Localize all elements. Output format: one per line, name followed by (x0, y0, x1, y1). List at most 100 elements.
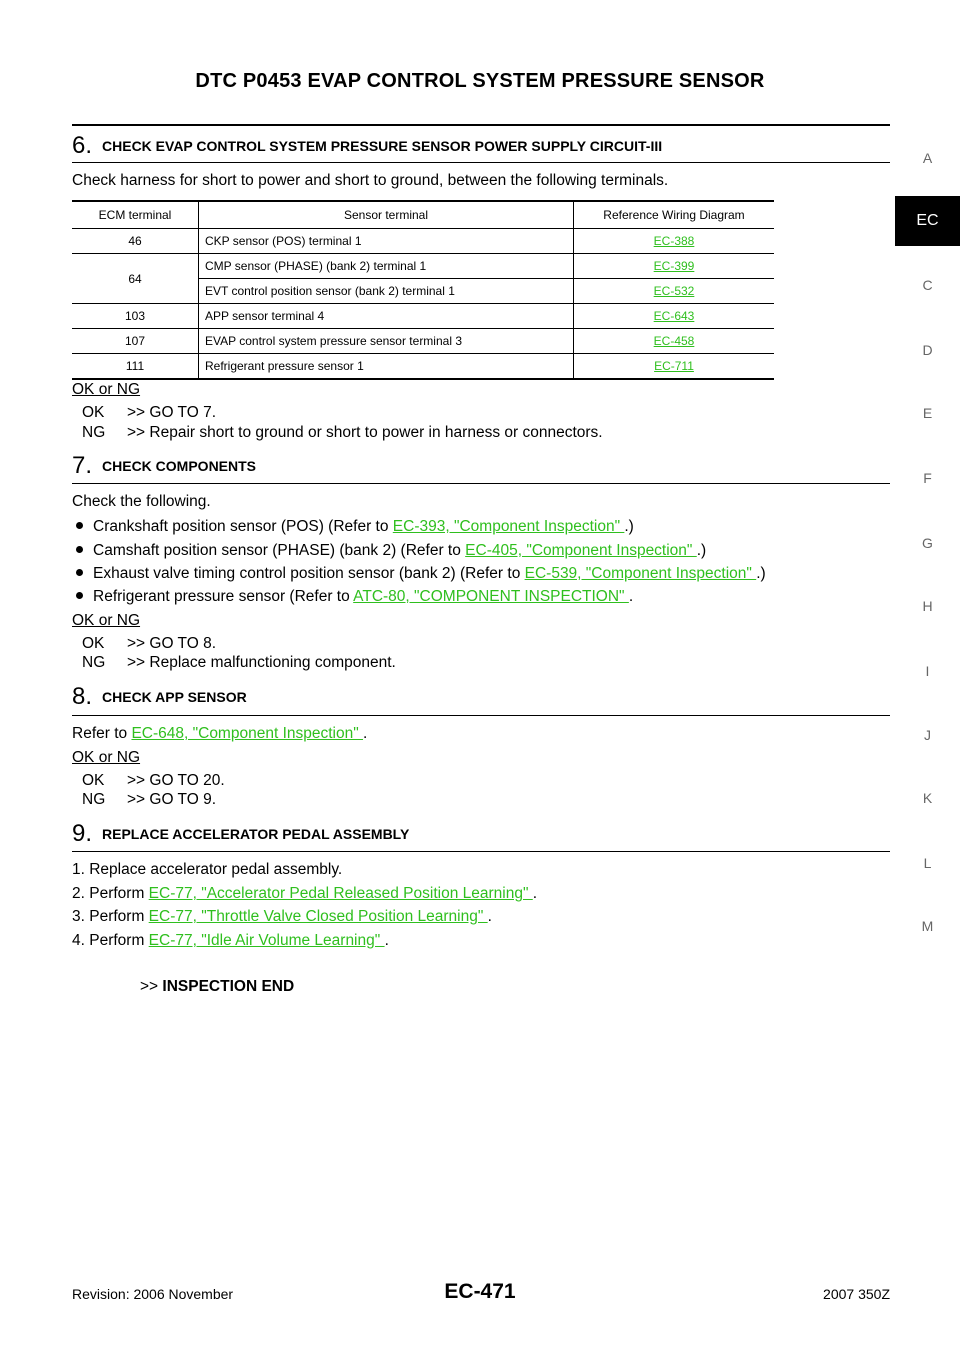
bullet-item: Camshaft position sensor (PHASE) (bank 2… (72, 542, 706, 560)
item-text: . (532, 885, 538, 902)
inspection-end: >> INSPECTION END (140, 978, 294, 996)
end-arrow: >> (140, 978, 159, 995)
ok-result: OK >> GO TO 8. (82, 635, 216, 653)
section-rule (72, 715, 890, 716)
bullet-text: Exhaust valve timing control position se… (93, 565, 525, 582)
step-title: REPLACE ACCELERATOR PEDAL ASSEMBLY (102, 826, 410, 842)
reference-link[interactable]: EC-405, "Component Inspection" (465, 542, 697, 559)
bullet-item: Crankshaft position sensor (POS) (Refer … (72, 518, 634, 536)
sensor-terminal-cell: Refrigerant pressure sensor 1 (198, 353, 574, 380)
bullet-text: Refrigerant pressure sensor (Refer to (93, 588, 354, 605)
bullet-text: Crankshaft position sensor (POS) (Refer … (93, 518, 393, 535)
numbered-item: 2. Perform EC-77, "Accelerator Pedal Rel… (72, 885, 537, 903)
bullet-icon (76, 592, 83, 600)
side-tab-i[interactable]: I (925, 663, 930, 679)
side-tab-ec-active[interactable]: EC (895, 196, 960, 246)
wiring-diagram-link[interactable]: EC-458 (653, 334, 695, 348)
step-7-intro: Check the following. (72, 493, 211, 510)
item-text: . (384, 932, 389, 949)
page-number: EC-471 (444, 1280, 516, 1303)
step-6-heading: 6. CHECK EVAP CONTROL SYSTEM PRESSURE SEN… (72, 132, 662, 160)
ok-or-ng-label: OK or NG (72, 381, 141, 398)
side-tab-j[interactable]: J (924, 727, 931, 743)
numbered-item: 3. Perform EC-77, "Throttle Valve Closed… (72, 908, 492, 926)
section-rule (72, 483, 890, 484)
item-text: 4. Perform (72, 932, 149, 949)
reference-link[interactable]: EC-77, "Accelerator Pedal Released Posit… (148, 885, 533, 902)
wiring-diagram-link[interactable]: EC-532 (653, 284, 695, 298)
ng-result: NG >> Replace malfunctioning component. (82, 654, 396, 672)
sensor-terminal-cell: CKP sensor (POS) terminal 1 (198, 228, 574, 254)
side-tab-h[interactable]: H (922, 598, 933, 614)
side-tab-l[interactable]: L (923, 855, 932, 871)
table-row: 64 CMP sensor (PHASE) (bank 2) terminal … (72, 253, 774, 304)
section-rule (72, 851, 890, 852)
bullet-icon (76, 522, 83, 530)
ecm-terminal-cell: 111 (72, 353, 199, 380)
ecm-terminal-cell: 64 (72, 253, 199, 304)
reference-link[interactable]: EC-648, "Component Inspection" (131, 725, 364, 742)
bullet-text: .) (624, 518, 634, 535)
side-tab-g[interactable]: G (922, 535, 933, 551)
item-text: 2. Perform (72, 885, 149, 902)
step-number: 9. (72, 820, 93, 847)
ng-label: NG (82, 654, 106, 671)
intro-text: Refer to (72, 725, 132, 742)
ok-label: OK (82, 635, 105, 652)
bullet-item: Refrigerant pressure sensor (Refer to AT… (72, 588, 633, 606)
table-header-cell: Sensor terminal (198, 200, 574, 229)
sensor-terminal-cell: CMP sensor (PHASE) (bank 2) terminal 1 (198, 253, 574, 279)
reference-link[interactable]: EC-393, "Component Inspection" (392, 518, 625, 535)
bullet-text: .) (756, 565, 766, 582)
step-title: CHECK APP SENSOR (102, 689, 247, 705)
wiring-diagram-link[interactable]: EC-643 (653, 309, 695, 323)
step-number: 8. (72, 683, 93, 710)
table-row: 103 APP sensor terminal 4 EC-643 (72, 303, 774, 329)
table-header-cell: ECM terminal (72, 200, 199, 229)
reference-link[interactable]: EC-77, "Throttle Valve Closed Position L… (148, 908, 488, 925)
numbered-item: 4. Perform EC-77, "Idle Air Volume Learn… (72, 932, 389, 950)
wiring-diagram-link[interactable]: EC-711 (654, 359, 694, 373)
table-header-row: ECM terminal Sensor terminal Reference W… (72, 200, 774, 229)
ok-text: >> GO TO 8. (127, 635, 217, 652)
wiring-diagram-link[interactable]: EC-388 (653, 234, 695, 248)
item-text: 3. Perform (72, 908, 149, 925)
ng-text: >> Replace malfunctioning component. (127, 654, 396, 671)
step-number: 6. (72, 132, 93, 159)
ng-result: NG>> GO TO 9. (82, 791, 216, 809)
sensor-terminal-cell: EVT control position sensor (bank 2) ter… (198, 278, 574, 304)
table-row: EVT control position sensor (bank 2) ter… (72, 278, 774, 304)
sensor-terminal-cell: EVAP control system pressure sensor term… (198, 328, 574, 354)
item-text: 1. Replace accelerator pedal assembly. (72, 861, 343, 878)
wiring-diagram-link[interactable]: EC-399 (653, 259, 695, 273)
bullet-text: Camshaft position sensor (PHASE) (bank 2… (93, 542, 466, 559)
item-text: . (487, 908, 492, 925)
side-tab-m[interactable]: M (921, 918, 934, 934)
side-tab-d[interactable]: D (922, 342, 933, 358)
side-tab-f[interactable]: F (923, 470, 932, 486)
side-tab-e[interactable]: E (922, 405, 933, 421)
bullet-text: .) (696, 542, 707, 559)
ecm-terminal-cell: 46 (72, 228, 199, 254)
bullet-text: . (628, 588, 634, 605)
step-9-heading: 9. REPLACE ACCELERATOR PEDAL ASSEMBLY (72, 820, 409, 848)
ng-text: >> GO TO 9. (127, 791, 217, 808)
ok-or-ng-label: OK or NG (72, 749, 141, 766)
side-tab-a[interactable]: A (922, 150, 933, 166)
step-number: 7. (72, 452, 93, 479)
table-row: 107 EVAP control system pressure sensor … (72, 328, 774, 354)
revision-label: Revision: 2006 November (72, 1286, 234, 1302)
section-rule (72, 124, 890, 126)
table-row: 46 CKP sensor (POS) terminal 1 EC-388 (72, 228, 774, 254)
intro-text: . (363, 725, 368, 742)
reference-link[interactable]: EC-539, "Component Inspection" (524, 565, 757, 582)
reference-link[interactable]: ATC-80, "COMPONENT INSPECTION" (353, 588, 629, 605)
bullet-icon (76, 546, 83, 554)
side-tab-k[interactable]: K (922, 790, 933, 806)
side-tab-c[interactable]: C (922, 277, 933, 293)
ng-label: NG (82, 424, 106, 441)
step-title: CHECK EVAP CONTROL SYSTEM PRESSURE SENSO… (102, 138, 663, 154)
ok-result: OK>> GO TO 20. (82, 772, 225, 790)
page-title: DTC P0453 EVAP CONTROL SYSTEM PRESSURE S… (195, 70, 765, 92)
reference-link[interactable]: EC-77, "Idle Air Volume Learning" (148, 932, 385, 949)
